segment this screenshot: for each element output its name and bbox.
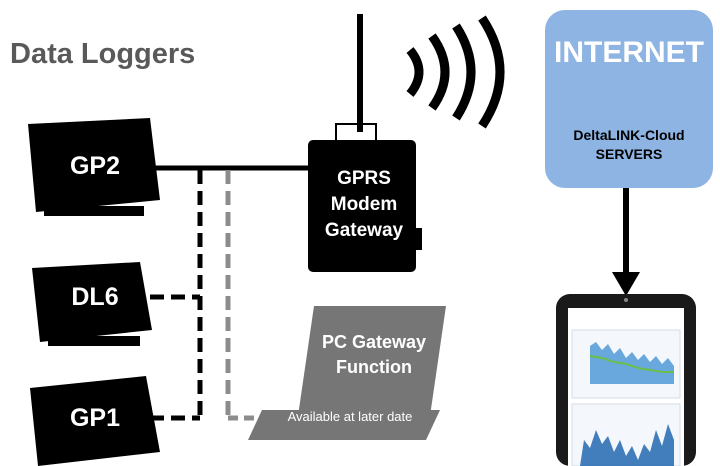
signal-waves-icon xyxy=(406,15,505,129)
dl6-label: DL6 xyxy=(71,283,119,311)
gp2-label: GP2 xyxy=(69,152,121,180)
modem-label: GPRS Modem Gateway xyxy=(308,166,420,244)
cloud-servers-line2: SERVERS xyxy=(595,146,663,162)
pc-gateway-line2: Function xyxy=(336,357,412,377)
pc-gateway-note: Available at later date xyxy=(287,409,413,424)
down-arrow-icon xyxy=(612,188,640,296)
pc-laptop xyxy=(248,306,446,440)
modem-label-line2: Modem xyxy=(330,194,398,215)
internet-title: INTERNET xyxy=(554,36,704,69)
internet-box xyxy=(545,10,713,188)
gp1-label: GP1 xyxy=(69,404,121,432)
tablet-device xyxy=(556,294,696,466)
gprs-modem xyxy=(308,14,422,272)
gp2-logger xyxy=(28,118,160,216)
pc-gateway-line1: PC Gateway xyxy=(321,332,427,352)
pc-gateway-label: PC Gateway Function xyxy=(312,330,436,380)
modem-label-line3: Gateway xyxy=(324,220,404,241)
dl6-logger xyxy=(32,262,152,346)
gp1-logger xyxy=(30,376,160,466)
modem-label-line1: GPRS xyxy=(337,168,391,189)
page-title: Data Loggers xyxy=(10,38,196,70)
cloud-servers-line1: DeltaLINK-Cloud xyxy=(573,127,685,143)
cloud-servers-label: DeltaLINK-Cloud SERVERS xyxy=(545,126,713,164)
